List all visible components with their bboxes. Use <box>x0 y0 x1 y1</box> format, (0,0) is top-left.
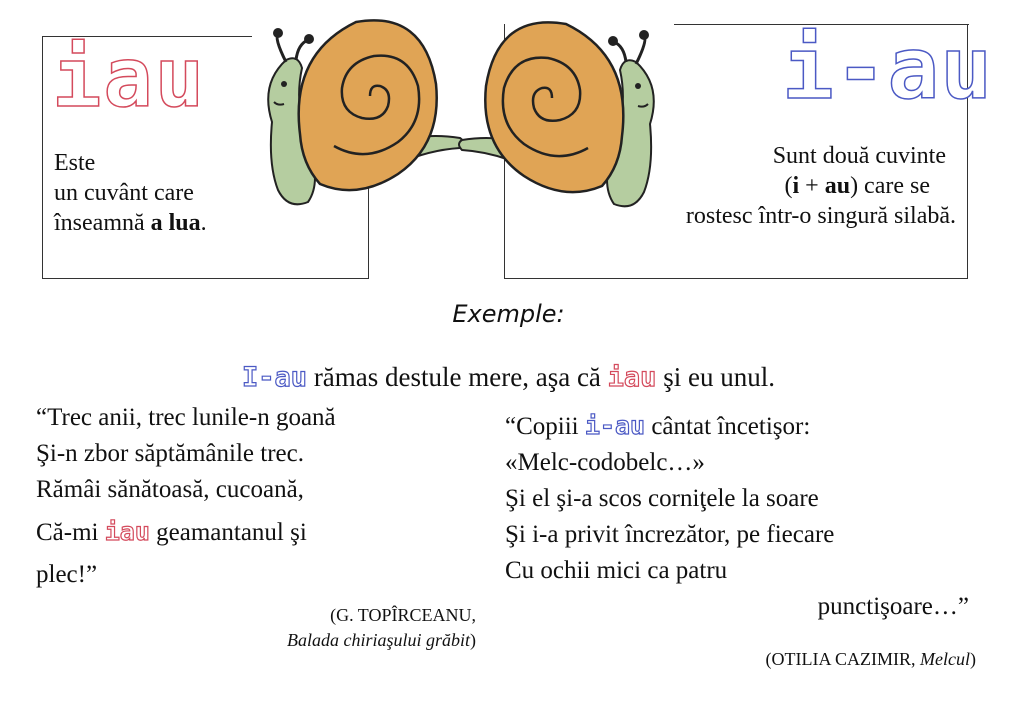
right-definition-text: Sunt două cuvinte (i + au) care se roste… <box>540 141 956 231</box>
example-text-2: şi eu unul. <box>656 362 775 392</box>
poem-right-line2: «Melc-codobelc…» <box>505 449 705 476</box>
poem-right: “Copiii i-au cântat încetişor: «Melc-cod… <box>505 408 975 625</box>
poem-right-title: Melcul <box>920 649 970 669</box>
snail-left-illustration <box>267 19 464 206</box>
poem-left: “Trec anii, trec lunile-n goană Şi-n zbo… <box>36 400 336 593</box>
example-sentence: I-au rămas destule mere, aşa că iau şi e… <box>0 361 1017 393</box>
poem-right-word-i-au: i-au <box>584 410 646 440</box>
examples-heading: Exemple: <box>452 300 565 328</box>
poem-right-author: (OTILIA CAZIMIR, <box>765 649 921 669</box>
poem-left-title-line: Balada chiriaşului grăbit) <box>200 628 476 653</box>
big-word-i-au: i-au <box>781 19 994 119</box>
example-word-iau: iau <box>607 361 657 393</box>
poem-left-line2: Şi-n zbor săptămânile trec. <box>36 440 304 467</box>
right-def-au: au <box>824 173 851 199</box>
poem-right-line6: punctişoare…” <box>817 593 969 620</box>
poem-right-line3: Şi el şi-a scos corniţele la soare <box>505 485 819 512</box>
poem-left-title: Balada chiriaşului grăbit <box>286 630 470 650</box>
left-def-line2: un cuvânt care <box>54 180 194 206</box>
left-def-line1: Este <box>54 150 96 176</box>
poem-right-line4: Şi i-a privit încrezător, pe fiecare <box>505 521 835 548</box>
right-def-line1: Sunt două cuvinte <box>772 143 946 169</box>
poem-left-line4-post: geamantanul şi <box>149 519 307 546</box>
poem-left-line4-pre: Că-mi <box>36 519 105 546</box>
left-def-line3-prefix: înseamnă <box>54 210 151 236</box>
poem-left-word-iau: iau <box>104 516 150 546</box>
poem-right-line5: Cu ochii mici ca patru <box>505 557 728 584</box>
example-word-i-au: I-au <box>241 361 308 393</box>
left-def-line3-suffix: . <box>200 210 207 236</box>
poem-left-author: (G. TOPÎRCEANU, <box>330 605 476 625</box>
big-word-iau: iau <box>51 31 207 126</box>
right-def-i: i <box>792 173 800 199</box>
right-def-rest: ) care se <box>850 173 930 199</box>
poem-left-close: ) <box>470 630 476 650</box>
poem-left-line3: Rămâi sănătoasă, cucoană, <box>36 476 304 503</box>
poem-right-line1-pre: “Copiii <box>505 413 585 440</box>
example-text-1: rămas destule mere, aşa că <box>307 362 608 392</box>
left-def-line3: înseamnă a lua. <box>54 208 207 238</box>
poem-left-line4: Că-mi iau geamantanul şi <box>36 514 336 551</box>
poem-left-source: (G. TOPÎRCEANU, Balada chiriaşului grăbi… <box>200 603 476 653</box>
poem-right-source: (OTILIA CAZIMIR, Melcul) <box>600 647 976 671</box>
right-def-open: ( <box>784 173 793 199</box>
left-definition-text: Este un cuvânt care înseamnă a lua. <box>54 148 207 238</box>
poem-right-line1: “Copiii i-au cântat încetişor: <box>505 408 975 445</box>
right-def-plus: + <box>799 173 825 199</box>
poem-left-line1: “Trec anii, trec lunile-n goană <box>36 404 336 431</box>
right-def-line3: rostesc într-o singură silabă. <box>685 203 956 229</box>
poem-right-line1-post: cântat încetişor: <box>645 413 811 440</box>
poem-right-close: ) <box>970 649 976 669</box>
snail-right-illustration <box>458 21 655 208</box>
left-def-bold: a lua <box>150 210 201 236</box>
poem-left-line5: plec!” <box>36 561 98 588</box>
right-def-line2: (i + au) care se <box>540 171 956 201</box>
